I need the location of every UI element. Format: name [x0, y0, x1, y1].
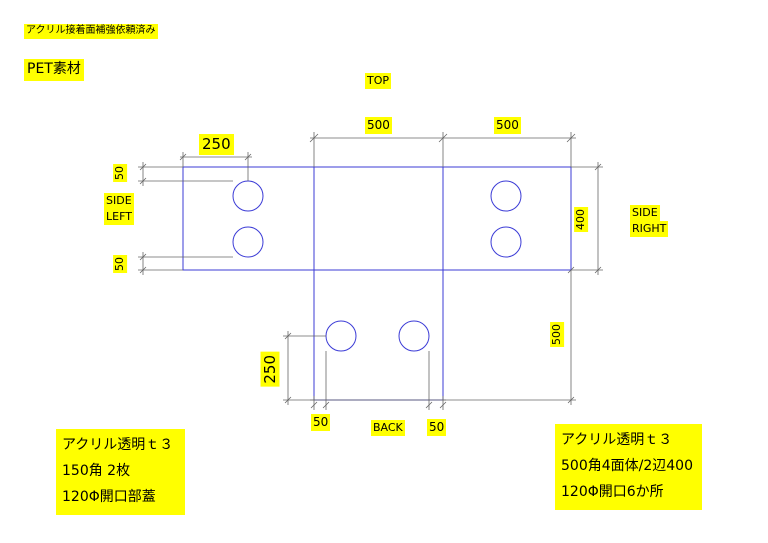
- dim-back-500: 500: [550, 322, 565, 347]
- label-side-right-2: RIGHT: [630, 221, 669, 237]
- spec-right-line3: 120Φ開口6か所: [561, 483, 664, 500]
- dim-width-250: 250: [199, 134, 234, 155]
- dim-bottom-50-left: 50: [311, 414, 331, 431]
- opening-circle: [232, 180, 264, 212]
- spec-right-line2: 500角4面体/2辺400: [561, 457, 693, 474]
- dim-left-50-top: 50: [113, 164, 128, 182]
- panel-back: [313, 269, 444, 401]
- panel-side-right: [442, 166, 572, 271]
- label-side-left-1: SIDE: [104, 193, 134, 209]
- spec-left-line2: 150角 2枚: [62, 462, 131, 479]
- dim-top-500-a: 500: [365, 117, 392, 134]
- opening-circle: [325, 320, 357, 352]
- label-side-left-2: LEFT: [104, 209, 134, 225]
- note-reinforce: アクリル接着面補強依頼済み: [24, 24, 158, 39]
- panel-top: [313, 166, 444, 271]
- label-back: BACK: [371, 420, 405, 436]
- label-side-right-1: SIDE: [630, 205, 660, 221]
- dimension-lines: [138, 132, 603, 410]
- spec-right-line1: アクリル透明ｔ３: [561, 432, 673, 448]
- spec-block-right: アクリル透明ｔ３ 500角4面体/2辺400 120Φ開口6か所: [555, 424, 702, 510]
- opening-circle: [398, 320, 430, 352]
- dim-top-500-b: 500: [494, 117, 521, 134]
- spec-left-line1: アクリル透明ｔ３: [62, 437, 174, 453]
- opening-circle: [490, 226, 522, 258]
- note-material: PET素材: [24, 59, 84, 81]
- spec-left-line3: 120Φ開口部蓋: [62, 488, 156, 505]
- label-top: TOP: [365, 73, 392, 89]
- spec-block-left: アクリル透明ｔ３ 150角 2枚 120Φ開口部蓋: [56, 429, 185, 515]
- dim-back-250: 250: [261, 352, 280, 387]
- opening-circle: [232, 226, 264, 258]
- dim-right-400: 400: [574, 207, 589, 232]
- panel-side-left: [182, 166, 315, 271]
- dim-bottom-50-right: 50: [427, 419, 447, 436]
- opening-circle: [490, 180, 522, 212]
- dim-left-50-bottom: 50: [113, 255, 128, 273]
